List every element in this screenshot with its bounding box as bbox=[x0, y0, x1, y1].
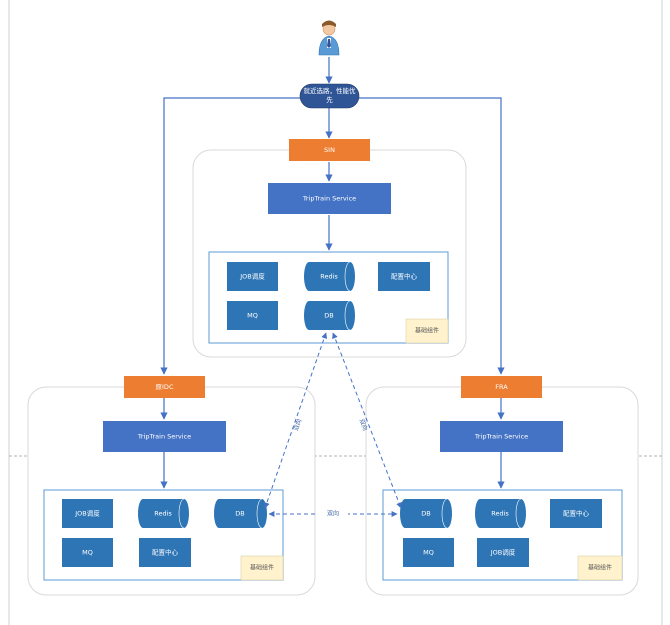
origin-db-cylinder bbox=[214, 499, 267, 528]
origin-tag-box bbox=[240, 555, 284, 581]
sin-config-box bbox=[378, 262, 430, 291]
routing-arrows bbox=[160, 57, 505, 489]
sin-job-box bbox=[227, 262, 278, 291]
sin-mq-box bbox=[227, 301, 278, 330]
sync-label-bg bbox=[318, 508, 348, 520]
sin-db-label: DB bbox=[324, 312, 333, 320]
sin-service-box bbox=[268, 183, 391, 214]
sync-sin-origin-label: 双向 bbox=[292, 418, 303, 432]
origin-job-label: JOB调度 bbox=[74, 509, 100, 518]
origin-label-box bbox=[124, 376, 205, 398]
sin-components-frame bbox=[208, 251, 449, 344]
origin-tag-label: 基础组件 bbox=[250, 564, 274, 572]
sin-tag-box bbox=[405, 318, 449, 344]
fra-tag-box bbox=[577, 555, 623, 581]
fra-redis-label: Redis bbox=[491, 510, 509, 518]
sin-label: SIN bbox=[324, 146, 335, 154]
origin-service-label: TripTrain Service bbox=[137, 433, 191, 441]
fra-label-box bbox=[461, 376, 542, 398]
fra-tag-label: 基础组件 bbox=[588, 564, 612, 572]
sin-tag-label: 基础组件 bbox=[415, 327, 439, 335]
sin-redis-label: Redis bbox=[320, 273, 338, 281]
route-policy-box: 就近选路，性能优先 bbox=[299, 83, 360, 109]
sin-label-box bbox=[289, 139, 370, 161]
origin-mq-box bbox=[62, 538, 113, 567]
origin-job-box bbox=[62, 499, 113, 528]
origin-components-frame bbox=[43, 489, 284, 581]
fra-job-box bbox=[477, 538, 529, 567]
sin-redis-cylinder bbox=[304, 262, 355, 291]
origin-mq-label: MQ bbox=[82, 549, 93, 557]
sin-db-cylinder bbox=[304, 301, 355, 330]
sin-config-label: 配置中心 bbox=[391, 272, 418, 281]
fra-job-label: JOB调度 bbox=[490, 548, 516, 557]
origin-db-label: DB bbox=[235, 510, 244, 518]
sin-mq-label: MQ bbox=[247, 312, 258, 320]
origin-redis-label: Redis bbox=[154, 510, 172, 518]
fra-redis-cylinder bbox=[475, 499, 526, 528]
fra-config-label: 配置中心 bbox=[563, 509, 590, 518]
sin-service-label: TripTrain Service bbox=[302, 195, 356, 203]
origin-config-box bbox=[139, 538, 191, 567]
origin-label: 原IDC bbox=[156, 383, 174, 391]
origin-service-box bbox=[103, 421, 226, 452]
sync-sin-fra-label: 双向 bbox=[358, 418, 370, 432]
fra-label: FRA bbox=[495, 383, 508, 391]
fra-mq-box bbox=[403, 538, 454, 567]
fra-service-label: TripTrain Service bbox=[474, 433, 528, 441]
origin-config-label: 配置中心 bbox=[152, 548, 179, 557]
route-policy-label-line1: 就近选路，性能优先 bbox=[304, 86, 357, 104]
sync-origin-fra-label: 双向 bbox=[327, 510, 339, 518]
origin-redis-cylinder bbox=[138, 499, 189, 528]
sin-job-label: JOB调度 bbox=[239, 272, 265, 281]
fra-components-frame bbox=[382, 489, 623, 581]
fra-mq-label: MQ bbox=[423, 549, 434, 557]
fra-service-box bbox=[440, 421, 563, 452]
fra-db-cylinder bbox=[400, 499, 452, 528]
fra-db-label: DB bbox=[421, 510, 430, 518]
user-icon bbox=[318, 20, 340, 56]
fra-config-box bbox=[550, 499, 602, 528]
